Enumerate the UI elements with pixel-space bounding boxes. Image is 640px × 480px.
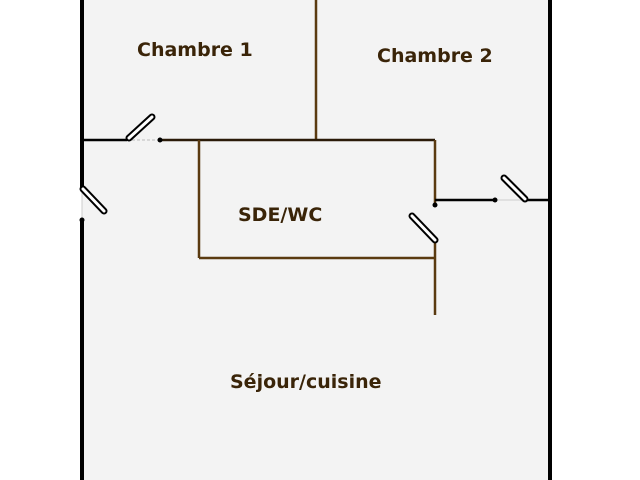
label-bathroom: SDE/WC xyxy=(238,204,322,226)
door-bedroom2 xyxy=(492,174,529,203)
inner-walls xyxy=(82,0,550,315)
label-living: Séjour/cuisine xyxy=(230,371,382,393)
door-entrance xyxy=(79,185,108,223)
door-bedroom1 xyxy=(125,113,163,143)
door-bathroom xyxy=(408,202,439,244)
label-bedroom1: Chambre 1 xyxy=(137,39,253,61)
label-bedroom2: Chambre 2 xyxy=(377,45,493,67)
outer-walls xyxy=(80,0,552,480)
